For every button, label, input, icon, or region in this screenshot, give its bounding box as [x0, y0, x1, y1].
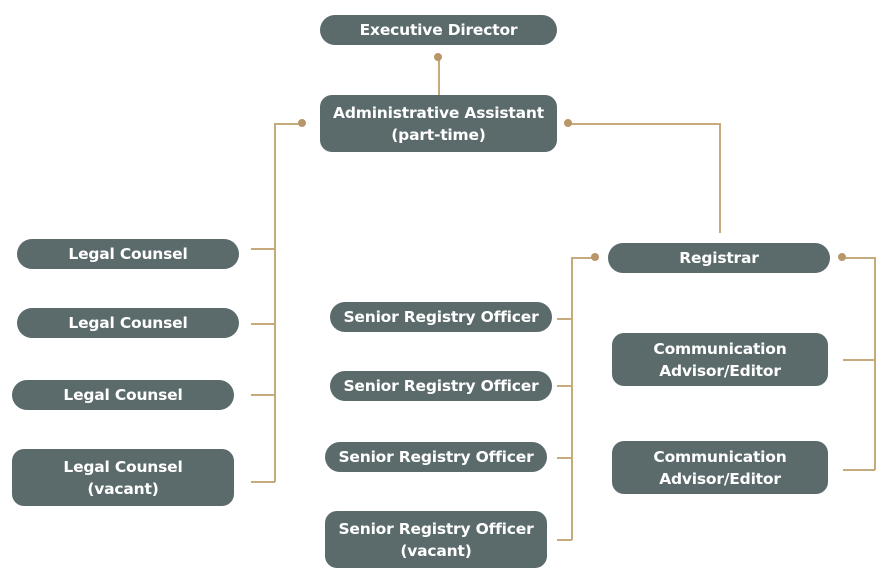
connector-dot [838, 253, 846, 261]
senior-registry-officer-label: Senior Registry Officer [343, 308, 539, 326]
connector-line [843, 359, 875, 361]
connector-line [571, 257, 573, 540]
communication-advisor-label-line2: Advisor/Editor [659, 469, 781, 488]
legal-counsel-label: Legal Counsel [63, 386, 183, 404]
administrative-assistant-box: Administrative Assistant (part-time) [320, 95, 557, 152]
connector-line [251, 481, 275, 483]
connector-line [843, 469, 875, 471]
connector-line [719, 123, 721, 233]
connector-line [571, 257, 595, 259]
communication-advisor-label-line2: Advisor/Editor [659, 361, 781, 380]
connector-line [557, 457, 572, 459]
registrar-box: Registrar [608, 243, 830, 273]
connector-line [274, 123, 276, 482]
connector-line [557, 385, 572, 387]
legal-counsel-box: Legal Counsel [17, 239, 239, 269]
registrar-label: Registrar [679, 249, 759, 267]
connector-line [557, 318, 572, 320]
executive-director-label: Executive Director [359, 21, 518, 39]
legal-counsel-label: Legal Counsel [68, 314, 188, 332]
connector-line [274, 123, 302, 125]
communication-advisor-label-line1: Communication [653, 447, 787, 466]
vacant-note: (vacant) [400, 541, 472, 560]
legal-counsel-label: Legal Counsel [63, 457, 183, 476]
connector-line [251, 394, 275, 396]
senior-registry-officer-vacant-box: Senior Registry Officer (vacant) [325, 511, 547, 568]
legal-counsel-vacant-box: Legal Counsel (vacant) [12, 449, 234, 506]
senior-registry-officer-box: Senior Registry Officer [325, 442, 547, 472]
connector-dot [564, 119, 572, 127]
connector-line [251, 248, 275, 250]
connector-line [874, 257, 876, 470]
connector-dot [591, 253, 599, 261]
senior-registry-officer-label: Senior Registry Officer [338, 519, 534, 538]
connector-line [251, 323, 275, 325]
communication-advisor-box: Communication Advisor/Editor [612, 333, 828, 386]
senior-registry-officer-label: Senior Registry Officer [343, 377, 539, 395]
connector-line [568, 123, 720, 125]
legal-counsel-box: Legal Counsel [17, 308, 239, 338]
connector-line [438, 59, 440, 95]
connector-dot [298, 119, 306, 127]
connector-line [842, 257, 875, 259]
communication-advisor-label-line1: Communication [653, 339, 787, 358]
senior-registry-officer-label: Senior Registry Officer [338, 448, 534, 466]
connector-line [557, 539, 572, 541]
communication-advisor-box: Communication Advisor/Editor [612, 441, 828, 494]
administrative-assistant-label: Administrative Assistant [333, 103, 544, 122]
administrative-assistant-note: (part-time) [391, 125, 486, 144]
connector-dot [434, 53, 442, 61]
legal-counsel-box: Legal Counsel [12, 380, 234, 410]
vacant-note: (vacant) [87, 479, 159, 498]
senior-registry-officer-box: Senior Registry Officer [330, 302, 552, 332]
executive-director-box: Executive Director [320, 15, 557, 45]
senior-registry-officer-box: Senior Registry Officer [330, 371, 552, 401]
legal-counsel-label: Legal Counsel [68, 245, 188, 263]
